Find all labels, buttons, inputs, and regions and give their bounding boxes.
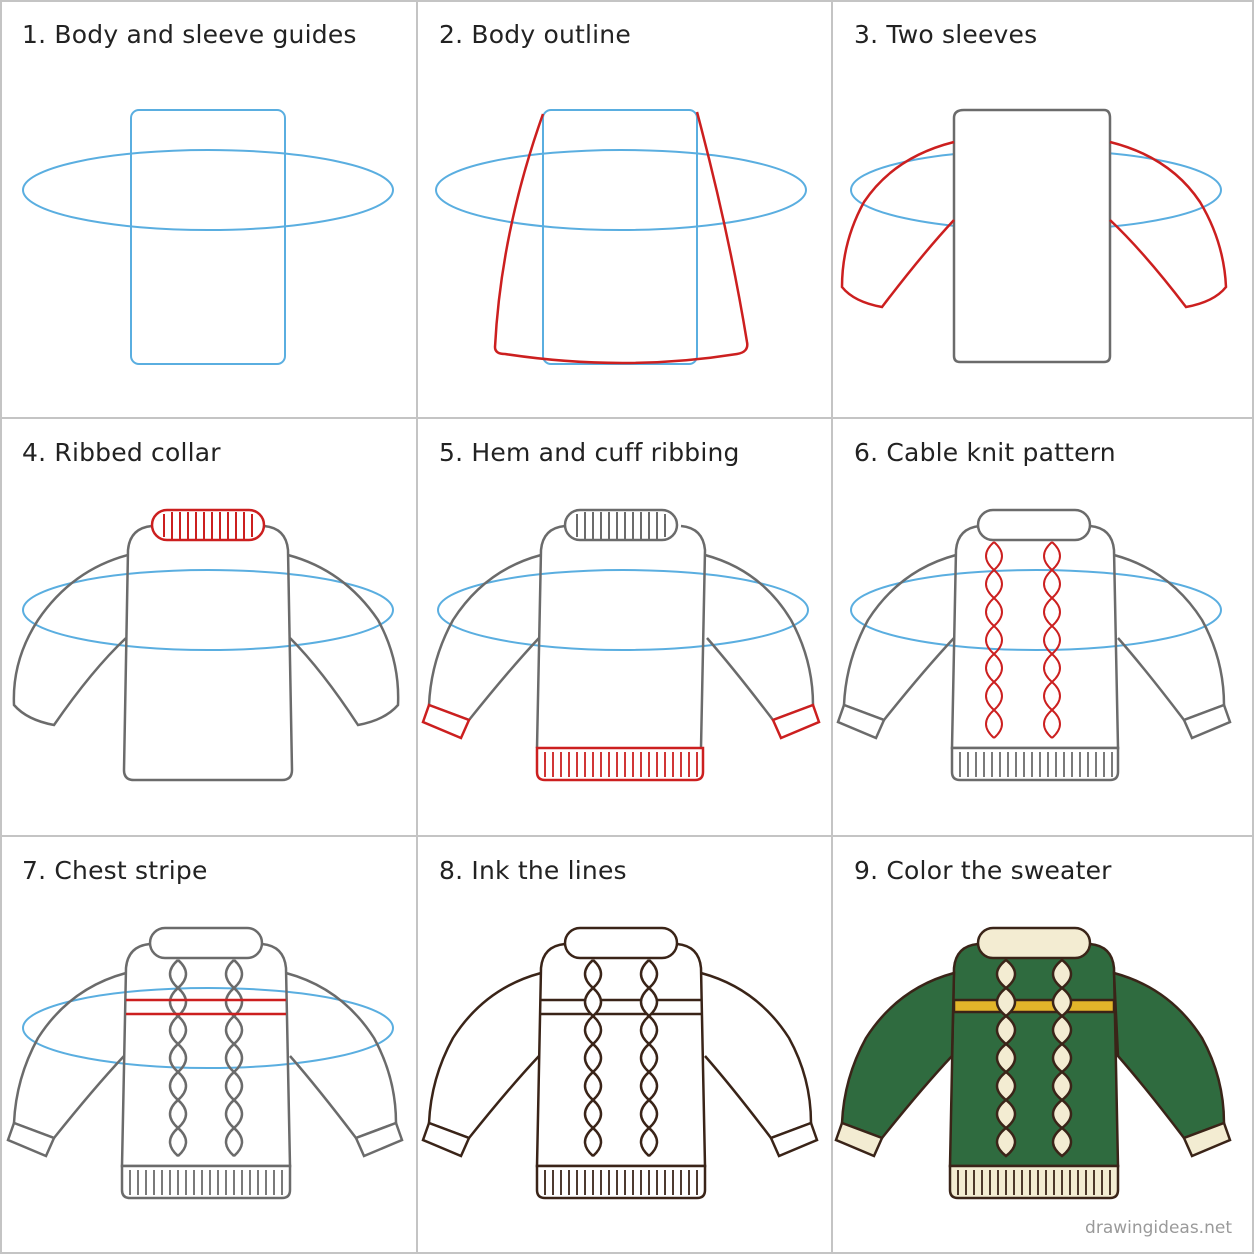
- step-6-drawing: [836, 508, 1232, 782]
- step-1-panel: 1. Body and sleeve guides: [2, 2, 416, 418]
- chest-stripe: [952, 998, 1116, 1014]
- step-8-panel: 8. Ink the lines: [419, 838, 833, 1254]
- watermark: drawingideas.net: [1085, 1218, 1232, 1238]
- step-1-drawing: [22, 109, 394, 365]
- sweater-body: [948, 942, 1120, 1168]
- step-1-title: 1. Body and sleeve guides: [22, 20, 357, 49]
- cable-pattern-red: [985, 541, 1061, 739]
- chest-stripe-red: [126, 998, 286, 1016]
- sweater-collar: [976, 926, 1092, 960]
- step-7-drawing: [6, 926, 404, 1200]
- step-3-panel: 3. Two sleeves: [834, 2, 1248, 418]
- step-5-panel: 5. Hem and cuff ribbing: [419, 420, 833, 836]
- sweater-hem: [948, 1164, 1120, 1200]
- cable-right: [1051, 958, 1073, 1158]
- step-9-drawing: [834, 926, 1232, 1200]
- sweater-right-sleeve: [1112, 971, 1226, 1140]
- step-8-title: 8. Ink the lines: [439, 856, 627, 885]
- collar-red: [150, 508, 266, 542]
- step-4-title: 4. Ribbed collar: [22, 438, 221, 467]
- step-8-drawing: [421, 926, 819, 1200]
- step-5-title: 5. Hem and cuff ribbing: [439, 438, 740, 467]
- step-4-drawing: [12, 508, 400, 782]
- step-2-drawing: [435, 109, 807, 365]
- step-7-title: 7. Chest stripe: [22, 856, 208, 885]
- step-2-title: 2. Body outline: [439, 20, 631, 49]
- step-3-drawing: [840, 108, 1228, 364]
- step-2-panel: 2. Body outline: [419, 2, 833, 418]
- step-9-title: 9. Color the sweater: [854, 856, 1112, 885]
- cable-left: [995, 958, 1017, 1158]
- step-6-title: 6. Cable knit pattern: [854, 438, 1116, 467]
- sweater-left-sleeve: [840, 971, 956, 1140]
- step-9-panel: 9. Color the sweater: [834, 838, 1248, 1254]
- step-7-panel: 7. Chest stripe: [2, 838, 416, 1254]
- step-5-drawing: [421, 508, 821, 782]
- step-6-panel: 6. Cable knit pattern: [834, 420, 1248, 836]
- step-3-title: 3. Two sleeves: [854, 20, 1038, 49]
- step-4-panel: 4. Ribbed collar: [2, 420, 416, 836]
